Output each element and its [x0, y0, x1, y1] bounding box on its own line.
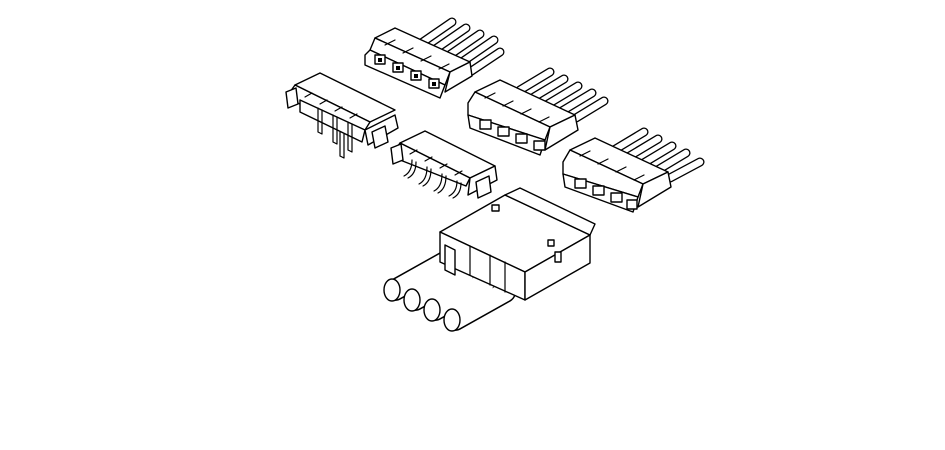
- right-angle-header-left: [285, 72, 399, 159]
- wire-receptacle-top: [364, 17, 505, 99]
- right-angle-header-middle: [390, 130, 498, 199]
- contact-windows: [374, 54, 440, 89]
- wires: [515, 67, 609, 123]
- wire-receptacle-middle: [467, 67, 609, 156]
- wire-receptacle-right: [562, 127, 705, 213]
- pins: [317, 107, 353, 159]
- contact-windows: [574, 178, 638, 210]
- contact-windows: [479, 119, 546, 151]
- pins: [403, 159, 462, 199]
- wires: [415, 17, 505, 77]
- wires: [609, 127, 705, 183]
- wires: [383, 251, 516, 332]
- plug-housing-bottom: [383, 187, 596, 332]
